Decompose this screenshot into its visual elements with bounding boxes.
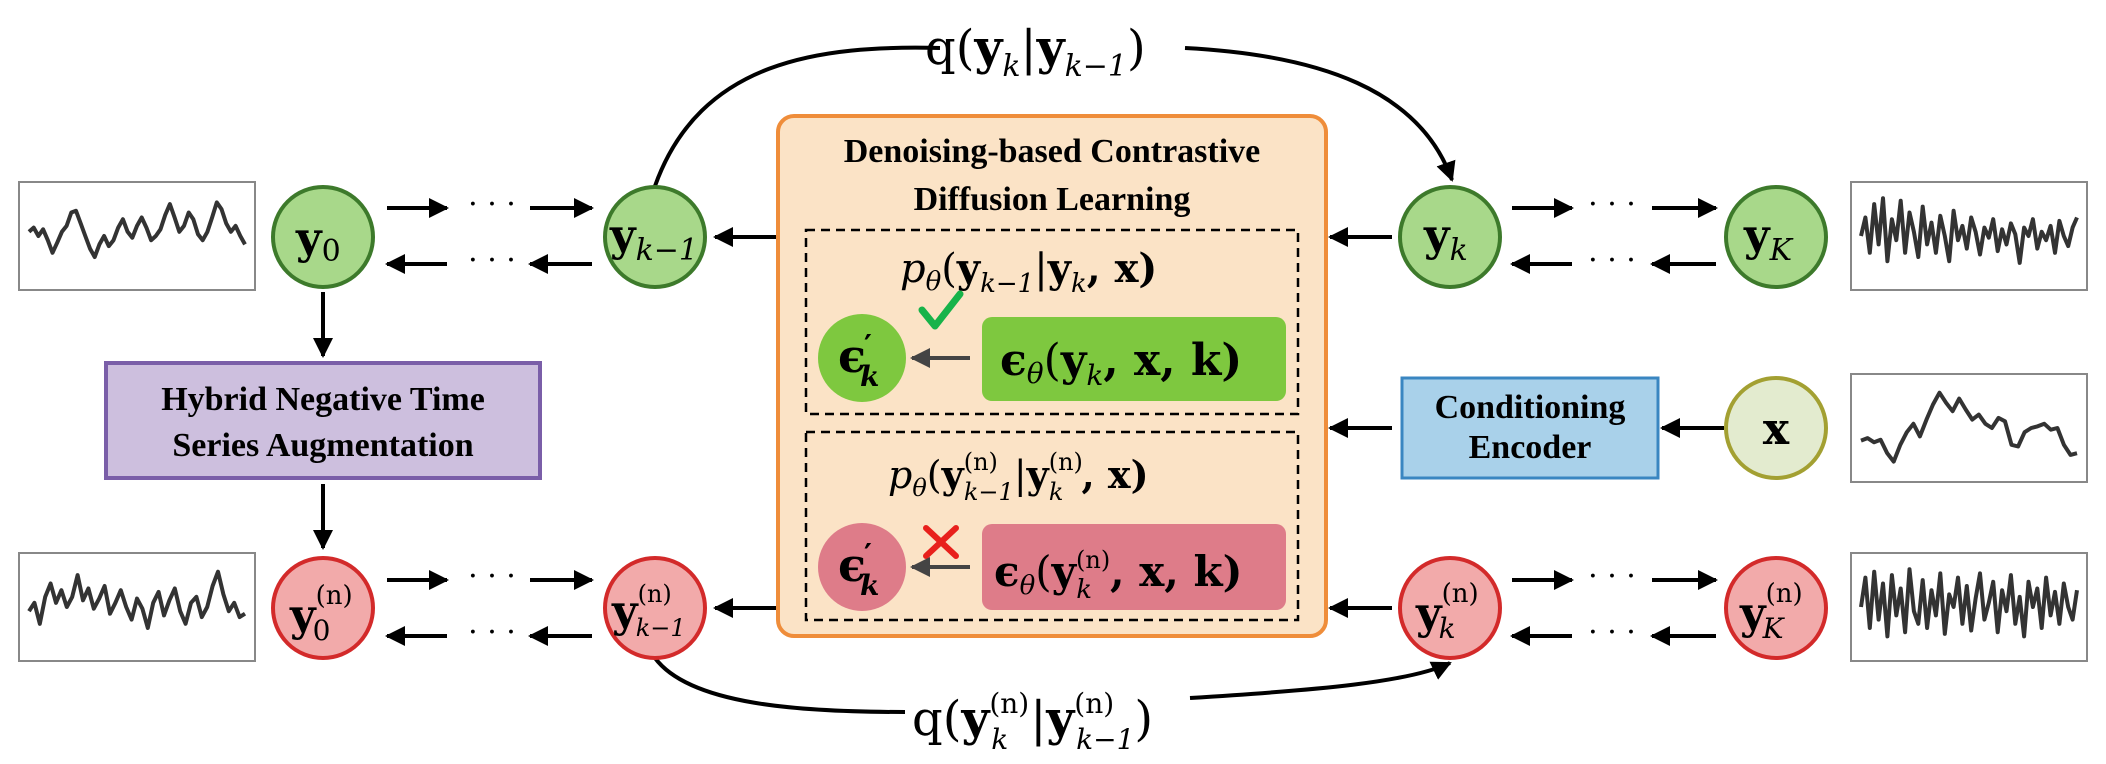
dots-bottom-left-backward: · · ·	[468, 615, 516, 650]
central-box-title-line2: Diffusion Learning	[914, 181, 1191, 218]
forward-curve-bottom-right	[1189, 661, 1452, 700]
negative-sample-box	[804, 430, 1300, 622]
node-x-label: x	[1763, 404, 1790, 455]
q-top-label: q(yk|yk−1)	[925, 20, 1146, 84]
dots-bottom-right-forward: · · ·	[1588, 559, 1636, 594]
node-y0n-label: y(n)0	[289, 581, 353, 647]
eps-prime-negative-node	[818, 523, 906, 611]
hybrid-augmentation-box	[104, 361, 542, 480]
positive-sample-box	[804, 228, 1300, 416]
eps-prime-positive-label: ϵ′k	[838, 329, 879, 393]
node-y0-label: y0	[295, 213, 341, 269]
dots-bottom-left-forward: · · ·	[468, 559, 516, 594]
forward-curve-top	[653, 45, 941, 187]
positive-noise-network-label: ϵθ(yk, x, k)	[1000, 335, 1242, 392]
eps-prime-negative-label: ϵ′k	[838, 538, 879, 602]
series-augmented-y0n	[18, 552, 256, 662]
forward-curve-top-right	[1184, 46, 1456, 182]
dots-top-left-forward: · · ·	[468, 187, 516, 222]
node-yKn-label: y(n)K	[1739, 579, 1803, 645]
positive-denoise-formula: pθ(yk−1|yk, x)	[900, 245, 1157, 299]
negative-noise-network-label: ϵθ(y(n)k, x, k)	[994, 546, 1243, 605]
conditioning-encoder-line1: Conditioning	[1435, 389, 1626, 426]
node-yk1-label: yk−1	[609, 210, 698, 268]
node-y0n	[271, 556, 375, 660]
conditioning-encoder-box	[1400, 376, 1660, 480]
series-noisy-yKn	[1850, 552, 2088, 662]
dots-top-right-forward: · · ·	[1588, 187, 1636, 222]
dots-top-right-backward: · · ·	[1588, 243, 1636, 278]
node-yk1n-label: y(n)k−1	[611, 580, 686, 642]
dots-top-left-backward: · · ·	[468, 243, 516, 278]
eps-prime-positive-node	[818, 314, 906, 402]
node-yk1	[603, 185, 707, 289]
conditioning-encoder-line2: Encoder	[1469, 429, 1592, 466]
central-box-title-line1: Denoising-based Contrastive	[844, 133, 1261, 170]
hybrid-augmentation-line2: Series Augmentation	[172, 427, 473, 464]
node-yk-label: yk	[1423, 210, 1468, 268]
node-yK	[1724, 185, 1828, 289]
node-yk	[1398, 185, 1502, 289]
forward-curve-bottom	[653, 656, 906, 714]
node-yk1n	[603, 556, 707, 660]
positive-noise-network-box	[982, 317, 1286, 401]
q-bottom-label: q(y(n)k|y(n)k−1)	[912, 687, 1153, 756]
series-clean-y0	[18, 181, 256, 291]
node-yK-label: yK	[1743, 210, 1794, 268]
node-y0	[271, 185, 375, 289]
dots-bottom-right-backward: · · ·	[1588, 615, 1636, 650]
node-ykn-label: y(n)k	[1415, 579, 1479, 645]
cross-icon	[923, 525, 959, 559]
node-x	[1724, 376, 1828, 480]
negative-denoise-formula: pθ(y(n)k−1|y(n)k, x)	[888, 448, 1149, 506]
series-conditioning-x	[1850, 373, 2088, 483]
series-noisy-yK	[1850, 181, 2088, 291]
check-icon	[918, 290, 964, 330]
negative-noise-network-box	[982, 524, 1286, 610]
node-yKn	[1724, 556, 1828, 660]
node-ykn	[1398, 556, 1502, 660]
hybrid-augmentation-line1: Hybrid Negative Time	[161, 381, 485, 418]
